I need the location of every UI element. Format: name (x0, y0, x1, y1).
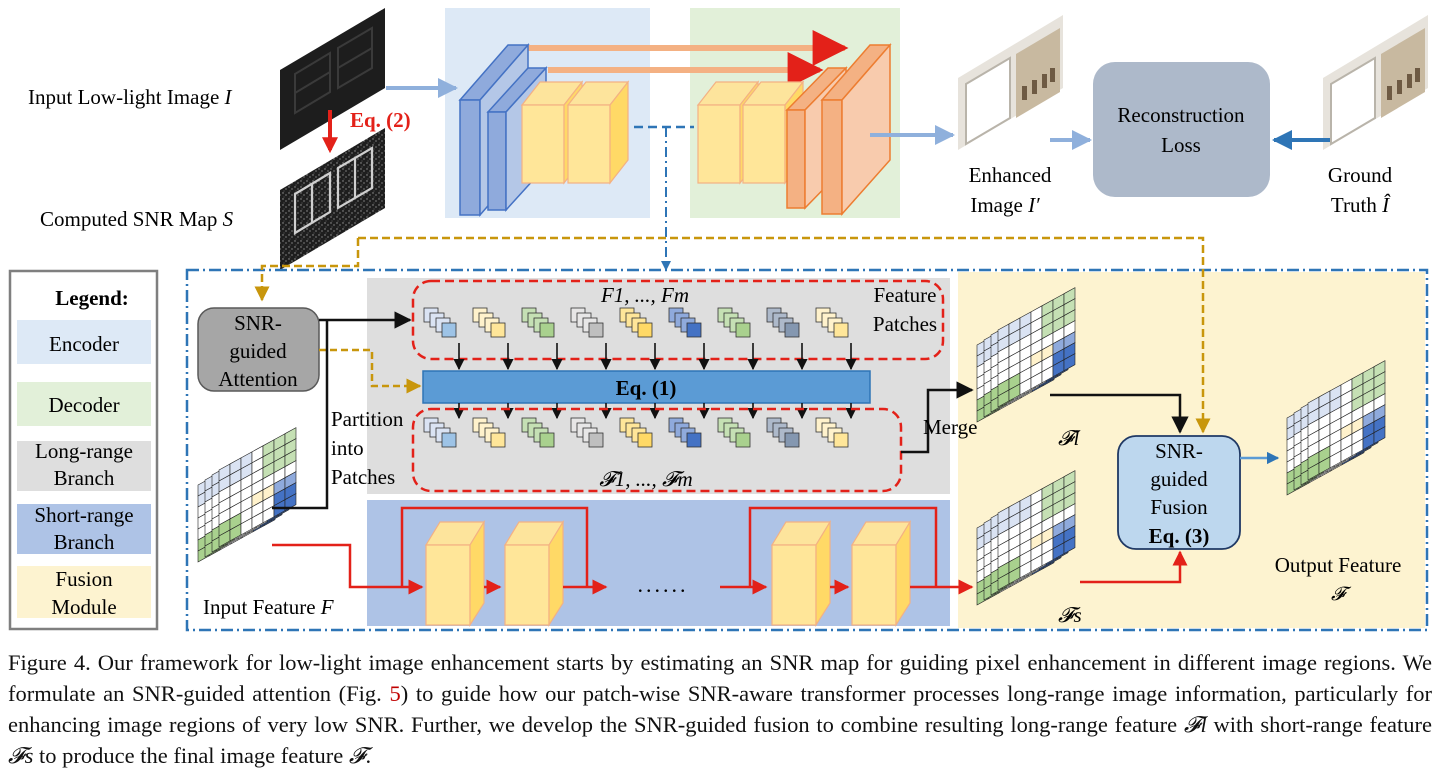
fs-label: 𝓕s (1058, 603, 1082, 627)
eq1-bar (422, 370, 871, 404)
partition-label-3: Patches (331, 465, 395, 489)
svg-text:Eq. (3): Eq. (3) (1149, 524, 1210, 548)
legend-fusion-2: Module (51, 595, 116, 619)
legend-decoder: Decoder (48, 393, 119, 417)
watermark: 知乎 @自由与 (1060, 698, 1270, 736)
feature-patches-label-1: Feature (874, 283, 937, 307)
svg-text:Fusion: Fusion (1150, 495, 1208, 519)
svg-text:SNR-: SNR- (234, 311, 282, 335)
svg-text:Reconstruction: Reconstruction (1117, 103, 1245, 127)
encoder-yellow-blocks (520, 80, 805, 185)
input-to-short-range-path (272, 543, 424, 595)
long-range-feature-grid (976, 287, 1076, 423)
feature-patches-top (423, 307, 849, 338)
eq2-label: Eq. (2) (350, 108, 411, 132)
partition-label-1: Partition (331, 407, 404, 431)
svg-text:SNR-: SNR- (1155, 439, 1203, 463)
svg-text:guided: guided (1150, 467, 1208, 491)
short-range-connections (400, 506, 974, 595)
short-range-feature-grid (976, 470, 1076, 606)
feature-patches-label-2: Patches (873, 312, 937, 336)
patch-to-eq1-arrows (453, 343, 857, 371)
feature-patches-bottom-frame (411, 407, 903, 493)
module-border (185, 268, 1429, 632)
patches-bottom-label: 𝓕1, ..., 𝓕m (599, 467, 692, 491)
feature-patches-top-frame (411, 279, 945, 361)
legend: Legend: Encoder Decoder Long-range Branc… (8, 269, 159, 631)
enhanced-image-label: Image I′ (970, 193, 1040, 217)
attention-to-eq1-path (319, 348, 422, 394)
figure-caption: Figure 4. Our framework for low-light im… (8, 650, 1432, 768)
reconstruction-loss-box: Reconstruction Loss (1093, 62, 1270, 197)
fl-label: 𝓕l (1058, 426, 1081, 450)
output-feature-grid (1286, 360, 1386, 496)
svg-text:Loss: Loss (1161, 133, 1201, 157)
feature-patches-bottom (423, 417, 849, 448)
legend-title: Legend: (55, 286, 129, 310)
merge-label: Merge (923, 415, 977, 439)
snr-guide-path (254, 238, 360, 302)
partition-label-2: into (331, 436, 364, 460)
input-feature-grid (197, 427, 297, 563)
short-range-dots: ...... (638, 572, 689, 597)
figure-5-link[interactable]: 5 (389, 681, 401, 706)
legend-encoder: Encoder (49, 332, 119, 356)
input-low-light-image (280, 8, 385, 150)
legend-long-range-2: Branch (54, 466, 115, 490)
snr-guided-fusion-box: SNR- guided Fusion Eq. (3) (1117, 435, 1241, 550)
enhanced-image (958, 15, 1063, 150)
computed-snr-map (280, 128, 385, 270)
patches-top-label: F1, ..., Fm (600, 283, 689, 307)
snr-map-label: Computed SNR Map S (40, 207, 234, 231)
fs-to-fusion-path (1080, 550, 1188, 584)
output-feature-label: Output Feature (1275, 553, 1402, 577)
merge-path (901, 381, 974, 454)
input-image-label: Input Low-light Image I (28, 85, 233, 109)
decoder-slabs (785, 43, 892, 216)
svg-text:Attention: Attention (218, 367, 298, 391)
svg-text:guided: guided (229, 339, 287, 363)
truth-label: Truth Î (1331, 193, 1391, 217)
snr-guided-attention-box: SNR- guided Attention (197, 307, 320, 392)
legend-fusion-1: Fusion (55, 567, 113, 591)
legend-long-range-1: Long-range (35, 439, 133, 463)
snr-fusion-path (358, 236, 1211, 434)
legend-short-range-2: Branch (54, 530, 115, 554)
eq1-label: Eq. (1) (616, 376, 677, 400)
eq1-to-patch-arrows (453, 403, 857, 420)
input-feature-label: Input Feature F (203, 595, 334, 619)
ground-truth-image (1323, 15, 1428, 150)
enhanced-label: Enhanced (969, 163, 1052, 187)
short-range-blocks (424, 519, 912, 628)
skip-connections (528, 30, 849, 88)
ground-label: Ground (1328, 163, 1393, 187)
legend-short-range-1: Short-range (34, 503, 133, 527)
fl-to-fusion-path (1050, 393, 1189, 434)
input-to-attention-path (272, 320, 329, 510)
